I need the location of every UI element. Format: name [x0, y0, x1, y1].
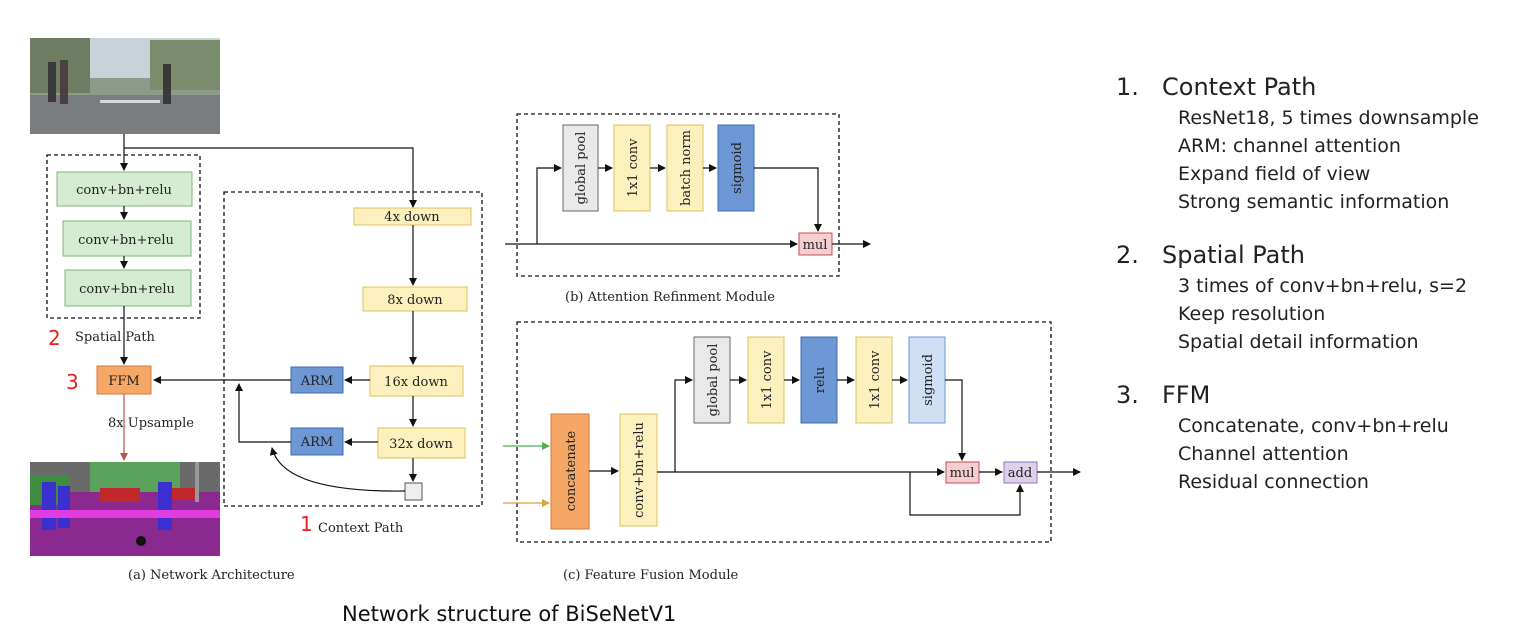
note-item: Strong semantic information: [1178, 191, 1450, 213]
arm-block-1: [290, 366, 344, 394]
ffm-sigmoid-label: sigmoid: [921, 354, 936, 406]
context-block-32x: [377, 427, 466, 459]
figure-caption: Network structure of BiSeNetV1: [342, 602, 677, 626]
note-item: Concatenate, conv+bn+relu: [1178, 415, 1449, 437]
spatial-block-1: [56, 171, 193, 207]
arm-conv-label: 1x1 conv: [626, 138, 641, 197]
arm-mul-label: mul: [803, 238, 828, 253]
note-context-path: 1. Context Path ResNet18, 5 times downsa…: [1116, 70, 1516, 216]
context-path-label: Context Path: [318, 521, 404, 536]
ffm-conv-2: [855, 336, 893, 424]
spatial-path-number: 2: [48, 326, 61, 350]
note-item: Residual connection: [1178, 471, 1369, 493]
note-number: 2.: [1116, 241, 1139, 269]
arm-block-1-label: ARM: [300, 374, 334, 389]
output-segmentation-image: [30, 462, 220, 556]
spatial-block-2: [62, 220, 192, 257]
panel-b-caption: (b) Attention Refinment Module: [565, 290, 775, 305]
note-item: ARM: channel attention: [1178, 135, 1401, 157]
arrow-image-to-context: [124, 147, 417, 208]
arm-arrow-to-mul: [754, 167, 822, 232]
ffm-conv-2-label: 1x1 conv: [868, 350, 883, 409]
ffm-sigmoid: [908, 336, 946, 424]
arm-sigmoid: [717, 124, 755, 212]
ffm-mul-label: mul: [950, 466, 975, 481]
context-block-16x: [369, 365, 464, 397]
notes-panel: 1. Context Path ResNet18, 5 times downsa…: [1116, 70, 1516, 518]
upsample-label: 8x Upsample: [108, 416, 194, 431]
global-pool-node: [404, 482, 423, 501]
context-block-4x-label: 4x down: [384, 210, 440, 225]
note-item: Channel attention: [1178, 443, 1349, 465]
ffm-module-container: [516, 321, 1052, 543]
spatial-path-label: Spatial Path: [75, 330, 156, 345]
ffm-branch-line: [674, 376, 693, 472]
ffm-concatenate: [550, 413, 590, 530]
panel-a-caption: (a) Network Architecture: [128, 568, 295, 583]
note-item: ResNet18, 5 times downsample: [1178, 107, 1479, 129]
arm-branch-line: [536, 164, 562, 244]
note-number: 1.: [1116, 73, 1139, 101]
context-block-8x-label: 8x down: [387, 293, 443, 308]
ffm-relu-label: relu: [813, 367, 828, 393]
context-block-16x-label: 16x down: [384, 375, 448, 390]
ffm-conv-bn-relu: [619, 413, 658, 527]
ffm-conv-bn-relu-label: conv+bn+relu: [632, 422, 647, 518]
note-item: 3 times of conv+bn+relu, s=2: [1178, 275, 1468, 297]
arrow-pool-merge: [269, 447, 406, 492]
ffm-block: [96, 365, 152, 395]
ffm-number: 3: [66, 370, 79, 394]
ffm-add-label: add: [1008, 466, 1032, 481]
ffm-global-pool: [693, 336, 731, 424]
context-path-number: 1: [300, 512, 313, 536]
context-block-32x-label: 32x down: [389, 437, 453, 452]
ffm-block-label: FFM: [108, 374, 139, 389]
context-block-8x: [362, 286, 468, 312]
note-item: Spatial detail information: [1178, 331, 1419, 353]
note-title: FFM: [1162, 381, 1211, 409]
spatial-block-1-label: conv+bn+relu: [76, 183, 172, 198]
ffm-conv-1-label: 1x1 conv: [760, 350, 775, 409]
arm-block-2: [290, 427, 344, 456]
arm-conv: [613, 124, 651, 212]
note-title: Context Path: [1162, 73, 1317, 101]
arm-batch-norm: [666, 124, 704, 212]
ffm-global-pool-label: global pool: [706, 344, 721, 417]
arm-module-container: [516, 113, 840, 277]
arrow-arm2-merge: [235, 383, 291, 443]
note-spatial-path: 2. Spatial Path 3 times of conv+bn+relu,…: [1116, 238, 1516, 356]
arm-global-pool-label: global pool: [574, 132, 589, 205]
ffm-residual-line: [909, 472, 1024, 516]
note-number: 3.: [1116, 381, 1139, 409]
note-title: Spatial Path: [1162, 241, 1305, 269]
context-path-container: [223, 191, 483, 507]
spatial-block-2-label: conv+bn+relu: [78, 233, 174, 248]
ffm-arrow-to-mul: [945, 379, 966, 461]
note-item: Expand field of view: [1178, 163, 1371, 185]
arm-sigmoid-label: sigmoid: [730, 142, 745, 194]
arm-batch-norm-label: batch norm: [679, 130, 694, 206]
spatial-block-3: [64, 269, 192, 307]
note-item: Keep resolution: [1178, 303, 1326, 325]
panel-c-caption: (c) Feature Fusion Module: [563, 568, 738, 583]
ffm-concatenate-label: concatenate: [564, 430, 579, 511]
arm-block-2-label: ARM: [300, 435, 334, 450]
note-ffm: 3. FFM Concatenate, conv+bn+relu Channel…: [1116, 378, 1516, 496]
spatial-block-3-label: conv+bn+relu: [79, 282, 175, 297]
input-street-image: [30, 38, 220, 134]
